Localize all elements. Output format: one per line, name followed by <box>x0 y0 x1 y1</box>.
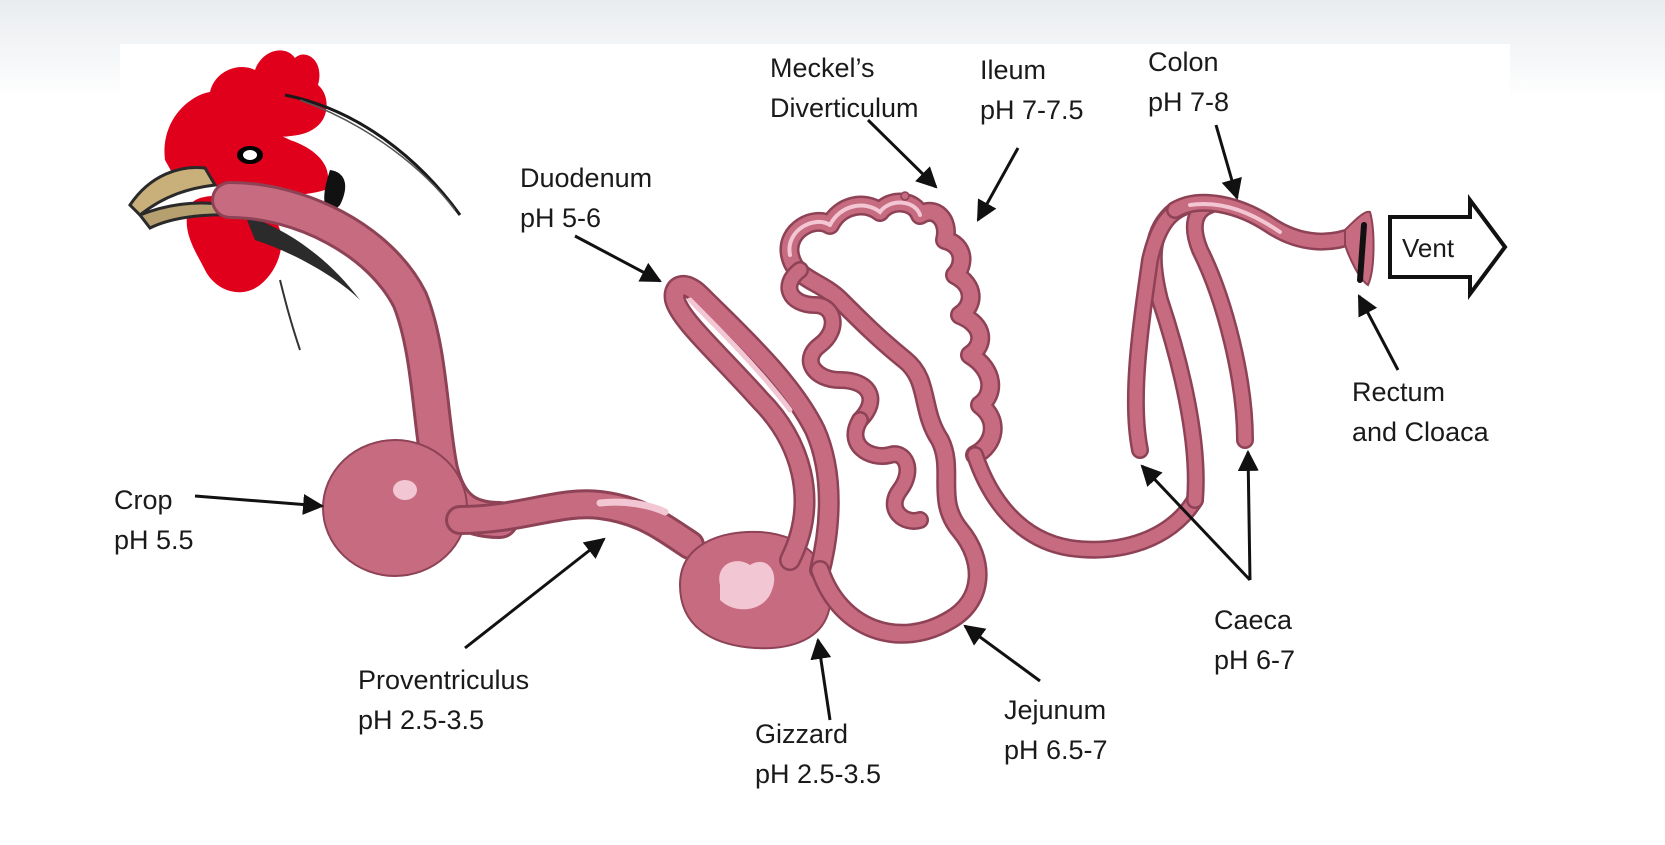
colon-label: Colon pH 7-8 <box>1148 42 1229 122</box>
caeca-name: Caeca <box>1214 605 1293 635</box>
digestive-tract <box>211 181 1375 650</box>
rectum-pointer-arrow <box>1357 294 1400 371</box>
crop-name: Crop <box>114 485 173 515</box>
proventriculus-ph: pH 2.5-3.5 <box>358 705 485 735</box>
rectum-cloaca-label: Rectum and Cloaca <box>1352 372 1489 452</box>
crop-highlight <box>393 480 417 500</box>
gizzard-label: Gizzard pH 2.5-3.5 <box>755 714 881 794</box>
colon-ph: pH 7-8 <box>1148 87 1230 117</box>
eye-inner <box>243 150 257 160</box>
crop-pointer-arrow <box>194 494 325 515</box>
ileum-lower <box>968 448 1202 557</box>
ileum-label: Ileum pH 7-7.5 <box>980 50 1084 130</box>
colon-highlight <box>1188 202 1282 234</box>
ileum-highlight <box>787 219 832 257</box>
meckels-pointer-arrow <box>866 118 938 189</box>
duodenum-label: Duodenum pH 5-6 <box>520 158 652 238</box>
ileum-ph: pH 7-7.5 <box>980 95 1084 125</box>
neck-shadow <box>245 215 360 300</box>
colon-name: Colon <box>1148 47 1219 77</box>
gizzard-pointer-arrow <box>810 637 832 721</box>
caeca <box>1188 198 1252 447</box>
caeca-ph: pH 6-7 <box>1214 645 1296 675</box>
proventriculus-name: Proventriculus <box>358 665 530 695</box>
gizzard-ph: pH 2.5-3.5 <box>755 759 882 789</box>
vent-opening <box>1357 222 1367 283</box>
crop-ph: pH 5.5 <box>114 525 194 555</box>
rectum-line2: and Cloaca <box>1352 417 1489 447</box>
ileum-pointer-arrow <box>976 147 1020 222</box>
colon-pointer-arrow <box>1214 124 1242 201</box>
duodenum-highlight <box>687 297 793 413</box>
gizzard-highlight <box>719 561 775 610</box>
jejunum-ph: pH 6.5-7 <box>1004 735 1108 765</box>
vent-arrow: Vent <box>1388 193 1508 301</box>
duodenum-pointer-arrow <box>574 234 662 283</box>
proventriculus-label: Proventriculus pH 2.5-3.5 <box>358 660 529 740</box>
ileum-highlight <box>828 200 922 227</box>
vent-label: Vent <box>1402 233 1455 263</box>
jejunum-pointer-arrow <box>963 624 1041 683</box>
caeca-label: Caeca pH 6-7 <box>1214 600 1295 680</box>
meckels-line2: Diverticulum <box>770 93 919 123</box>
rectum-line1: Rectum <box>1352 377 1446 407</box>
vent-arrow-shape <box>1388 193 1508 301</box>
ileum-name: Ileum <box>980 55 1047 85</box>
gizzard-name: Gizzard <box>755 719 849 749</box>
neck-stroke <box>284 93 462 216</box>
coil <box>782 263 877 427</box>
caeca-pointer-arrow <box>1237 449 1259 581</box>
neck-feather-line <box>279 279 301 351</box>
proventriculus-highlight <box>596 498 669 516</box>
duodenum-name: Duodenum <box>520 163 653 193</box>
coil <box>848 413 927 528</box>
meckels-diverticulum-nub <box>900 191 910 201</box>
meckels-line1: Meckel’s <box>770 53 875 83</box>
meckels-diverticulum-label: Meckel’s Diverticulum <box>770 48 919 128</box>
caeca-pointer-arrow <box>1140 464 1252 582</box>
proventriculus-pointer-arrow <box>464 537 606 650</box>
duodenal-loop <box>666 277 838 579</box>
crop-organ <box>322 439 468 577</box>
face-shape <box>190 130 329 196</box>
neck-stroke <box>299 99 456 211</box>
duodenum-ph: pH 5-6 <box>520 203 602 233</box>
beak-upper <box>128 165 218 218</box>
pointer-arrows <box>194 118 1400 721</box>
jejunum-label: Jejunum pH 6.5-7 <box>1004 690 1108 770</box>
crop-label: Crop pH 5.5 <box>114 480 194 560</box>
jejunum-name: Jejunum <box>1004 695 1107 725</box>
chicken-head-illustration <box>128 50 462 351</box>
